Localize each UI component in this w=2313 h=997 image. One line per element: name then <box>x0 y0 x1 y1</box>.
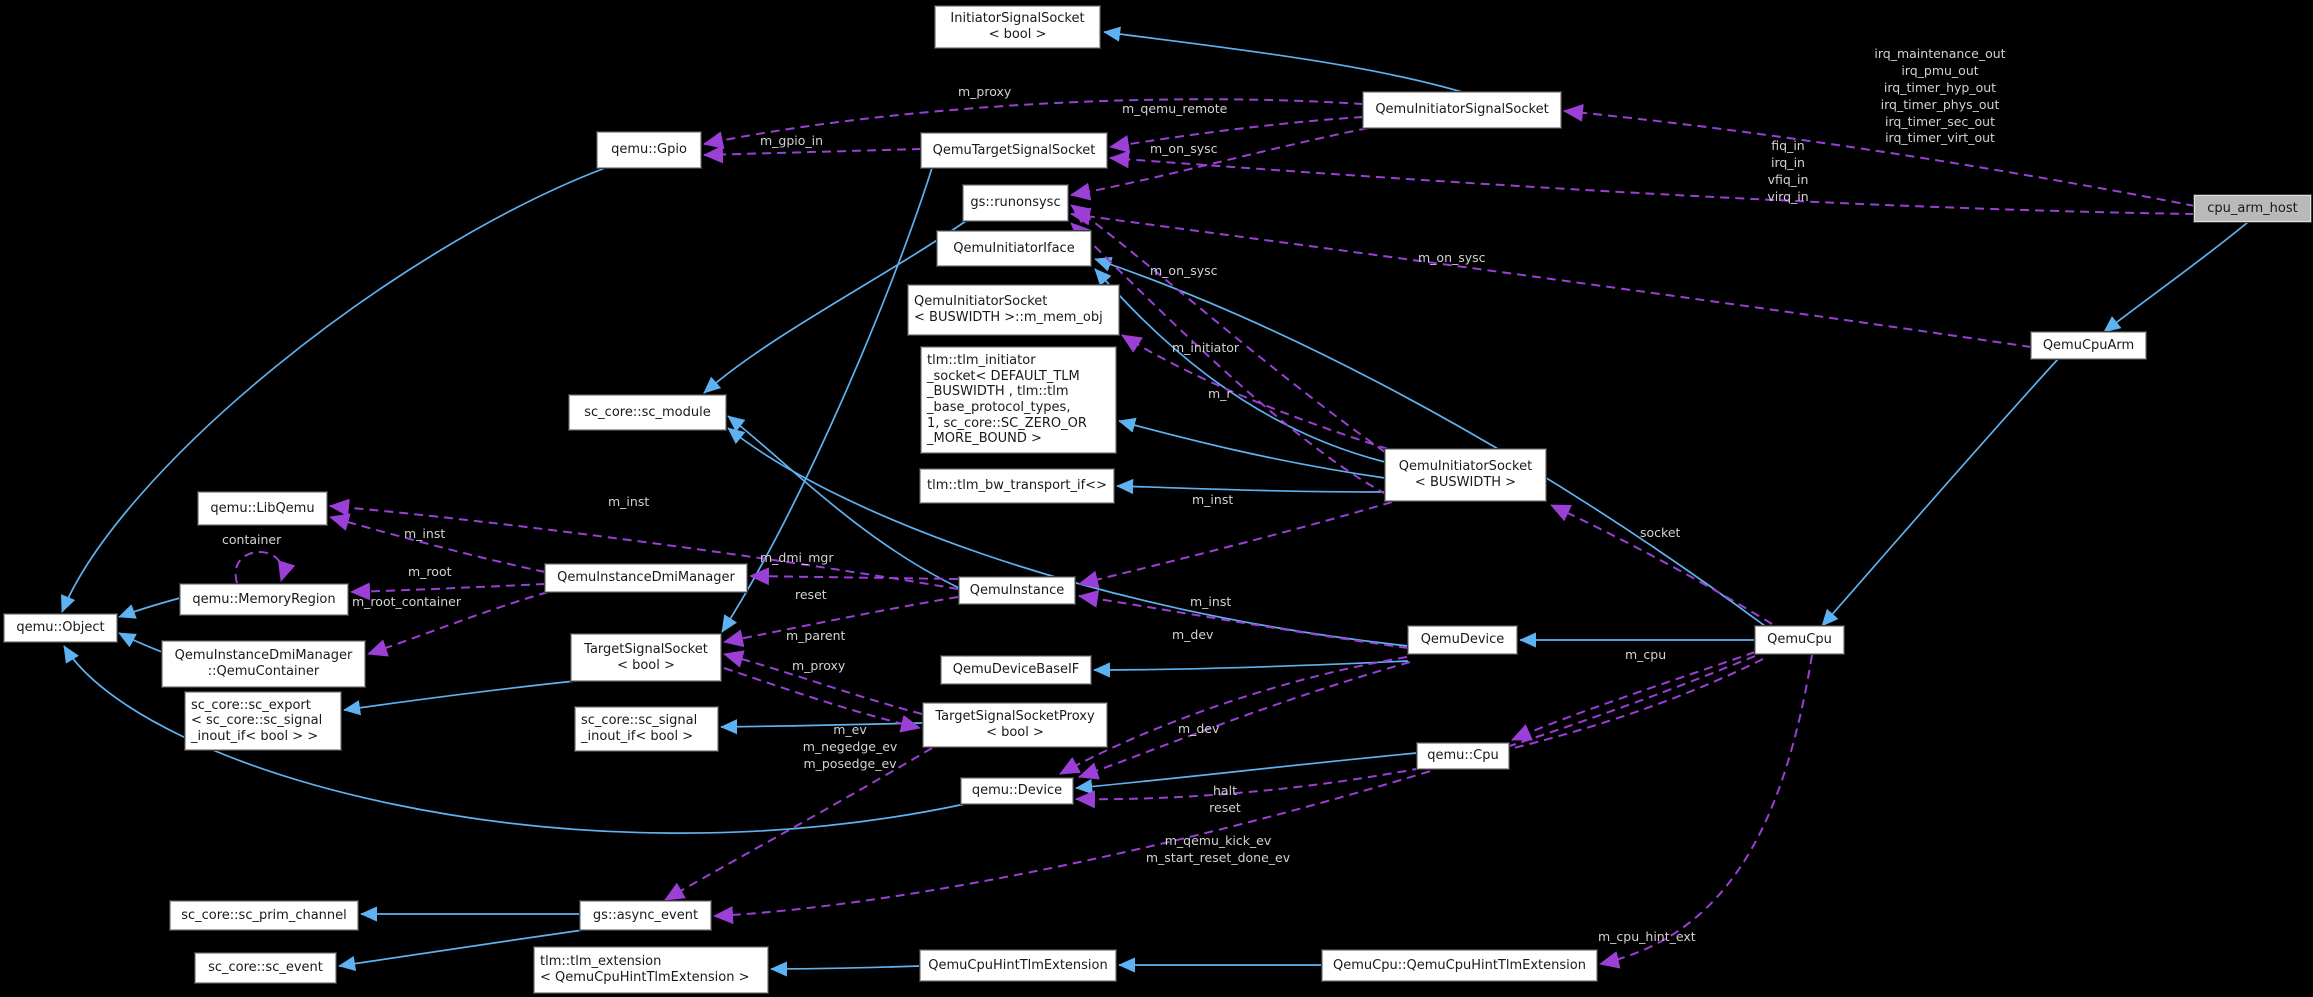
edge-label-m-inst-1: m_inst <box>1192 492 1234 507</box>
edge-label-m-inst-2: m_inst <box>1190 594 1232 609</box>
node-qemu-initiator-signal-socket[interactable]: QemuInitiatorSignalSocket <box>1363 92 1561 128</box>
node-tlm-initiator-socket[interactable]: tlm::tlm_initiator _socket< DEFAULT_TLM … <box>921 347 1116 453</box>
edge-label-m-on-sysc-3: m_on_sysc <box>1418 250 1486 265</box>
edge-label-m-proxy-target: m_proxy <box>792 658 846 673</box>
edge-label-m-parent: m_parent <box>786 628 846 643</box>
edge-label-m-dev-2: m_dev <box>1178 721 1220 736</box>
edge-label-halt-reset: halt reset <box>1209 783 1241 815</box>
node-gs-async-event[interactable]: gs::async_event <box>580 901 711 930</box>
edge-label-m-cpu: m_cpu <box>1625 647 1667 662</box>
node-tlm-extension[interactable]: tlm::tlm_extension < QemuCpuHintTlmExten… <box>534 947 768 993</box>
node-qemu-initiator-socket[interactable]: QemuInitiatorSocket < BUSWIDTH > <box>1385 449 1546 501</box>
node-initiator-signal-socket-bool[interactable]: InitiatorSignalSocket < bool > <box>935 6 1100 48</box>
node-qemu-cpu[interactable]: QemuCpu <box>1755 626 1844 654</box>
node-qemu-instance-dmi-manager[interactable]: QemuInstanceDmiManager <box>545 564 747 592</box>
edge-label-m-root: m_root <box>408 564 452 579</box>
node-qemucpu-qemu-cpu-hint-tlm-extension[interactable]: QemuCpu::QemuCpuHintTlmExtension <box>1322 950 1597 981</box>
node-qemu-device-lib[interactable]: qemu::Device <box>961 778 1073 804</box>
edge-label-m-on-sysc-2: m_on_sysc <box>1150 263 1218 278</box>
edge-label-m-root-container: m_root_container <box>352 594 461 609</box>
node-qemu-cpu-hint-tlm-extension[interactable]: QemuCpuHintTlmExtension <box>920 950 1116 981</box>
node-tlm-bw-transport-if[interactable]: tlm::tlm_bw_transport_if<> <box>920 469 1114 503</box>
node-sc-prim-channel[interactable]: sc_core::sc_prim_channel <box>170 901 358 930</box>
node-qemu-initiator-socket-m-mem-obj[interactable]: QemuInitiatorSocket < BUSWIDTH >::m_mem_… <box>908 285 1119 335</box>
edge-label-m-inst-4: m_inst <box>404 526 446 541</box>
node-target-signal-socket-proxy[interactable]: TargetSignalSocketProxy < bool > <box>923 703 1107 747</box>
edge-label-m-dev-1: m_dev <box>1172 627 1214 642</box>
node-cpu-arm-host: cpu_arm_host <box>2194 195 2311 222</box>
node-qemu-object[interactable]: qemu::Object <box>4 614 117 642</box>
node-sc-export[interactable]: sc_core::sc_export < sc_core::sc_signal … <box>185 692 341 750</box>
node-target-signal-socket-bool[interactable]: TargetSignalSocket < bool > <box>571 634 721 681</box>
edge-label-m-inst-3: m_inst <box>608 494 650 509</box>
node-qemu-device[interactable]: QemuDevice <box>1408 626 1517 654</box>
node-qemu-initiator-iface[interactable]: QemuInitiatorIface <box>937 231 1091 266</box>
node-qemu-gpio[interactable]: qemu::Gpio <box>597 132 701 168</box>
edge-label-m-initiator: m_initiator <box>1172 340 1240 355</box>
edge-label-fiq-inputs: fiq_in irq_in vfiq_in virq_in <box>1767 138 1809 204</box>
node-qemu-memory-region[interactable]: qemu::MemoryRegion <box>180 584 348 615</box>
node-qemu-device-base-if[interactable]: QemuDeviceBaseIF <box>941 656 1091 684</box>
edge-label-m-dmi-mgr: m_dmi_mgr <box>760 550 834 565</box>
node-qemu-cpu-arm[interactable]: QemuCpuArm <box>2031 332 2146 359</box>
edge-label-m-gpio-in: m_gpio_in <box>760 133 824 148</box>
edge-label-m-on-sysc-1: m_on_sysc <box>1150 141 1218 156</box>
edge-label-container: container <box>222 532 282 547</box>
node-sc-signal-inout-if-bool[interactable]: sc_core::sc_signal _inout_if< bool > <box>575 707 718 751</box>
edge-label-reset: reset <box>795 587 827 602</box>
edge-label-m-ev-group: m_ev m_negedge_ev m_posedge_ev <box>802 722 898 771</box>
edge-label-m-qemu-remote: m_qemu_remote <box>1122 101 1228 116</box>
edge-label-m-proxy-gpio: m_proxy <box>958 84 1012 99</box>
node-qemu-instance[interactable]: QemuInstance <box>959 577 1075 604</box>
edge-label-m-r: m_r <box>1208 386 1232 401</box>
node-qemu-instance-dmi-manager-qemu-container[interactable]: QemuInstanceDmiManager ::QemuContainer <box>162 641 365 687</box>
edge-label-irq-outputs: irq_maintenance_out irq_pmu_out irq_time… <box>1874 46 2006 146</box>
edge-label-socket: socket <box>1640 525 1681 540</box>
node-qemu-libqemu[interactable]: qemu::LibQemu <box>198 492 327 525</box>
node-sc-event[interactable]: sc_core::sc_event <box>195 953 336 983</box>
edge-label-m-cpu-hint-ext: m_cpu_hint_ext <box>1598 929 1696 944</box>
node-qemu-target-signal-socket[interactable]: QemuTargetSignalSocket <box>921 133 1107 168</box>
edge-label-m-qemu-kick-ev: m_qemu_kick_ev m_start_reset_done_ev <box>1145 833 1291 865</box>
node-sc-module[interactable]: sc_core::sc_module <box>569 395 726 430</box>
node-gs-runonsysc[interactable]: gs::runonsysc <box>963 185 1068 221</box>
node-qemu-cpu-lib[interactable]: qemu::Cpu <box>1417 743 1509 769</box>
